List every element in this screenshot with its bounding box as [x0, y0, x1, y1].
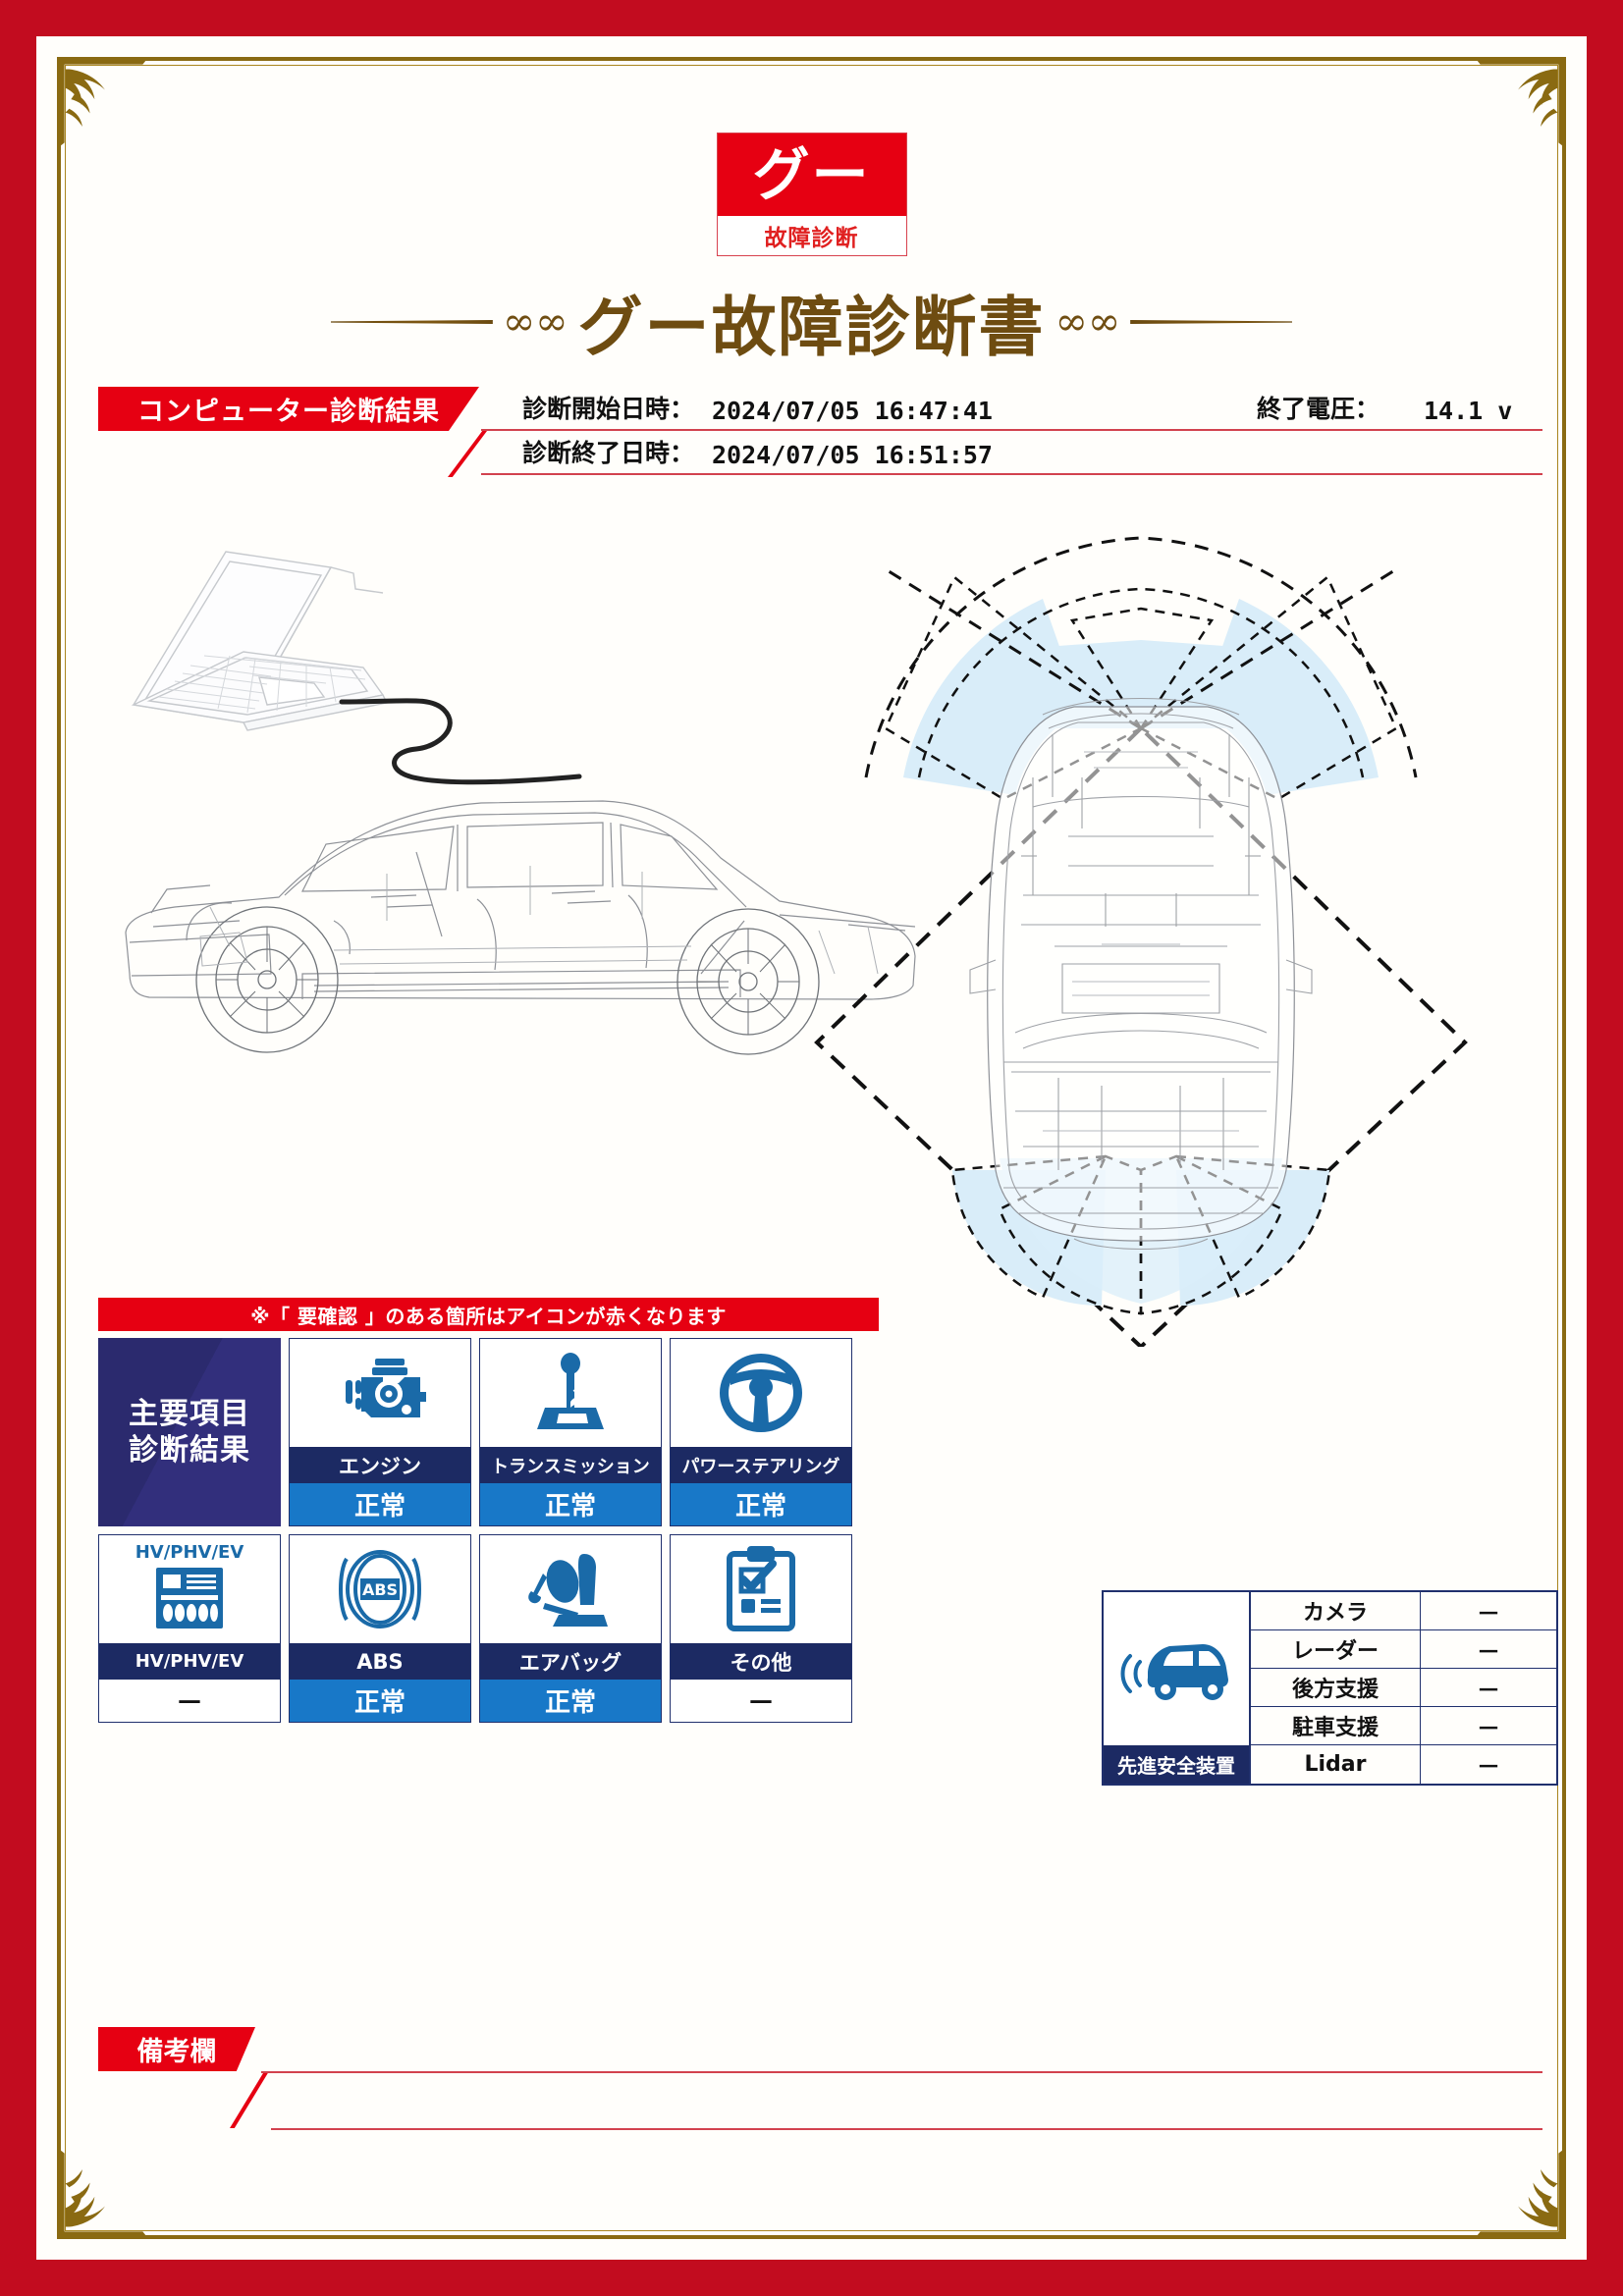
safety-row-value: －	[1477, 1715, 1500, 1742]
remarks-section: 備考欄	[98, 2027, 1542, 2145]
vehicle-illustration	[81, 483, 1542, 1347]
safety-table-title: 先進安全装置	[1104, 1745, 1249, 1784]
table-row: カメラ －	[1251, 1592, 1556, 1630]
advanced-safety-table: 先進安全装置 カメラ － レーダー － 後方支援 － 駐車支援 －	[1102, 1590, 1558, 1786]
results-row-1: 主要項目 診断結果	[98, 1338, 879, 1526]
corner-ornament-icon	[56, 2146, 150, 2240]
table-row: Lidar －	[1251, 1745, 1556, 1784]
voltage-value: 14.1 v	[1424, 397, 1513, 425]
safety-row-name: 後方支援	[1251, 1669, 1421, 1706]
result-card-status: 正常	[480, 1680, 661, 1722]
result-card-label: ABS	[290, 1643, 470, 1680]
safety-table-left: 先進安全装置	[1104, 1592, 1251, 1784]
result-card-label: HV/PHV/EV	[99, 1643, 280, 1680]
car-sensor-icon	[1104, 1592, 1249, 1745]
safety-row-name: 駐車支援	[1251, 1707, 1421, 1744]
result-card-hv-phv-ev[interactable]: HV/PHV/EV	[98, 1534, 281, 1723]
corner-ornament-icon	[1473, 2146, 1567, 2240]
safety-row-value: －	[1477, 1677, 1500, 1704]
result-card-status: 正常	[290, 1483, 470, 1525]
safety-row-value: －	[1477, 1754, 1500, 1781]
airbag-icon	[480, 1535, 661, 1643]
document-title-row: ∞∞ グー故障診断書 ∞∞	[81, 273, 1542, 371]
results-panel-title-line2: 診断結果	[129, 1433, 250, 1468]
transmission-icon	[480, 1339, 661, 1447]
table-row: レーダー －	[1251, 1630, 1556, 1669]
remarks-tag: 備考欄	[98, 2027, 255, 2071]
power-steering-icon	[671, 1339, 851, 1447]
diagnostic-end-row: 診断終了日時： 2024/07/05 16:51:57	[481, 431, 1542, 475]
result-card-status: 正常	[290, 1680, 470, 1722]
safety-row-value: －	[1477, 1638, 1500, 1666]
result-card-airbag[interactable]: エアバッグ 正常	[479, 1534, 662, 1723]
result-card-label: パワーステアリング	[671, 1447, 851, 1483]
safety-row-name: Lidar	[1251, 1745, 1421, 1784]
car-top-wireframe-icon	[814, 536, 1468, 1347]
start-time-value: 2024/07/05 16:47:41	[712, 397, 993, 425]
voltage-label: 終了電圧：	[1257, 395, 1380, 423]
result-card-engine[interactable]: エンジン 正常	[289, 1338, 471, 1526]
diagnostic-start-row: 診断開始日時： 2024/07/05 16:47:41 終了電圧： 14.1 v	[481, 387, 1542, 431]
certificate-page: グー 故障診断 ∞∞ グー故障診断書 ∞∞ コンピューター診断結果 診断開始日時…	[36, 36, 1587, 2260]
safety-row-value: －	[1477, 1600, 1500, 1628]
corner-ornament-icon	[1473, 56, 1567, 150]
safety-table-rows: カメラ － レーダー － 後方支援 － 駐車支援 － Lidar －	[1251, 1592, 1556, 1784]
table-row: 後方支援 －	[1251, 1669, 1556, 1707]
flourish-left-icon: ∞∞	[502, 299, 568, 345]
result-card-transmission[interactable]: トランスミッション 正常	[479, 1338, 662, 1526]
results-panel-title: 主要項目 診断結果	[98, 1338, 281, 1526]
safety-row-name: レーダー	[1251, 1630, 1421, 1668]
goo-logo: グー 故障診断	[716, 133, 907, 256]
result-card-other[interactable]: その他 －	[670, 1534, 852, 1723]
result-card-status: 正常	[671, 1483, 851, 1525]
corner-ornament-icon	[56, 56, 150, 150]
result-card-status: －	[671, 1680, 851, 1722]
obd-cable-icon	[339, 698, 582, 785]
car-side-wireframe-icon	[125, 800, 916, 1055]
logo-mark: グー	[717, 133, 906, 216]
diagnostic-header: コンピューター診断結果 診断開始日時： 2024/07/05 16:47:41 …	[98, 387, 1542, 477]
abs-icon: ABS	[290, 1535, 470, 1643]
safety-row-name: カメラ	[1251, 1592, 1421, 1629]
flourish-right-icon: ∞∞	[1055, 299, 1121, 345]
result-card-label: エンジン	[290, 1447, 470, 1483]
logo-subtitle-text: 故障診断	[764, 226, 859, 251]
start-time-label: 診断開始日時：	[522, 395, 695, 423]
end-time-value: 2024/07/05 16:51:57	[712, 441, 993, 469]
svg-text:HV/PHV/EV: HV/PHV/EV	[135, 1542, 244, 1563]
result-card-label: トランスミッション	[480, 1447, 661, 1483]
page-title: グー故障診断書	[577, 290, 1046, 365]
logo-mark-text: グー	[752, 141, 871, 208]
result-card-label: その他	[671, 1643, 851, 1680]
remarks-rule-top	[261, 2071, 1542, 2073]
diagnostic-section-tag: コンピューター診断結果	[98, 387, 479, 431]
logo-subtitle: 故障診断	[718, 216, 906, 255]
results-notice: ※「 要確認 」のある箇所はアイコンが赤くなります	[98, 1298, 879, 1331]
result-card-status: 正常	[480, 1483, 661, 1525]
result-card-status: －	[99, 1680, 280, 1722]
results-panel-title-line1: 主要項目	[129, 1396, 250, 1431]
result-card-power-steering[interactable]: パワーステアリング 正常	[670, 1338, 852, 1526]
main-results-panel: ※「 要確認 」のある箇所はアイコンが赤くなります 主要項目 診断結果	[98, 1298, 879, 1723]
laptop-wireframe-icon	[131, 551, 389, 731]
clipboard-check-icon	[671, 1535, 851, 1643]
table-row: 駐車支援 －	[1251, 1707, 1556, 1745]
result-card-abs[interactable]: ABS ABS 正常	[289, 1534, 471, 1723]
end-time-label: 診断終了日時：	[522, 439, 695, 467]
remarks-rule-bottom	[271, 2128, 1542, 2130]
remarks-slash-decoration	[230, 2071, 269, 2128]
engine-icon	[290, 1339, 470, 1447]
result-card-label: エアバッグ	[480, 1643, 661, 1680]
hv-battery-icon: HV/PHV/EV	[99, 1535, 280, 1643]
results-row-2: HV/PHV/EV	[98, 1534, 879, 1723]
svg-text:ABS: ABS	[362, 1580, 398, 1599]
